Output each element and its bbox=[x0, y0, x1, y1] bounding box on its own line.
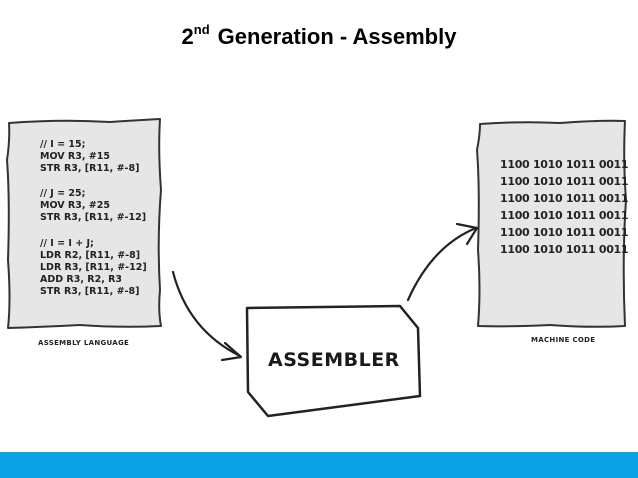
arrow-to-assembler-head bbox=[220, 341, 243, 362]
assembly-paper bbox=[6, 118, 162, 329]
bottom-accent-bar bbox=[0, 452, 638, 478]
machine-code-line-5: 1100 1010 1011 0011 bbox=[500, 226, 629, 239]
assembly-line-1: // I = 15; bbox=[40, 139, 86, 150]
assembler-box bbox=[245, 304, 422, 418]
assembly-line-9: LDR R3, [R11, #-12] bbox=[40, 262, 147, 273]
slide-title: 2nd Generation - Assembly bbox=[0, 22, 638, 50]
assembly-line-10: ADD R3, R2, R3 bbox=[40, 274, 123, 285]
title-suffix: nd bbox=[193, 22, 210, 37]
title-number: 2 bbox=[181, 24, 194, 49]
assembly-line-11: STR R3, [R11, #-8] bbox=[40, 286, 140, 297]
machine-code-line-1: 1100 1010 1011 0011 bbox=[500, 158, 629, 171]
machine-code-line-6: 1100 1010 1011 0011 bbox=[500, 243, 629, 256]
machine-code-line-2: 1100 1010 1011 0011 bbox=[500, 175, 629, 188]
assembly-line-8: LDR R2, [R11, #-8] bbox=[40, 250, 141, 261]
machine-code-line-4: 1100 1010 1011 0011 bbox=[500, 209, 629, 222]
assembly-line-5: MOV R3, #25 bbox=[40, 200, 110, 211]
assembly-line-7: // I = I + J; bbox=[40, 238, 94, 249]
assembly-line-6: STR R3, [R11, #-12] bbox=[40, 212, 147, 223]
assembler-label: ASSEMBLER bbox=[268, 349, 400, 371]
arrow-to-assembler bbox=[171, 270, 242, 358]
machine-code-paper bbox=[476, 119, 627, 328]
assembly-line-4: // J = 25; bbox=[40, 188, 86, 199]
title-text: Generation - Assembly bbox=[217, 24, 457, 49]
machine-code-caption: MACHINE CODE bbox=[531, 336, 596, 344]
assembly-line-3: STR R3, [R11, #-8] bbox=[40, 163, 140, 174]
arrow-to-machine-code-head bbox=[455, 222, 479, 246]
assembly-caption: ASSEMBLY LANGUAGE bbox=[38, 339, 130, 347]
arrow-to-machine-code bbox=[406, 226, 478, 302]
assembly-line-2: MOV R3, #15 bbox=[40, 151, 110, 162]
machine-code-line-3: 1100 1010 1011 0011 bbox=[500, 192, 629, 205]
